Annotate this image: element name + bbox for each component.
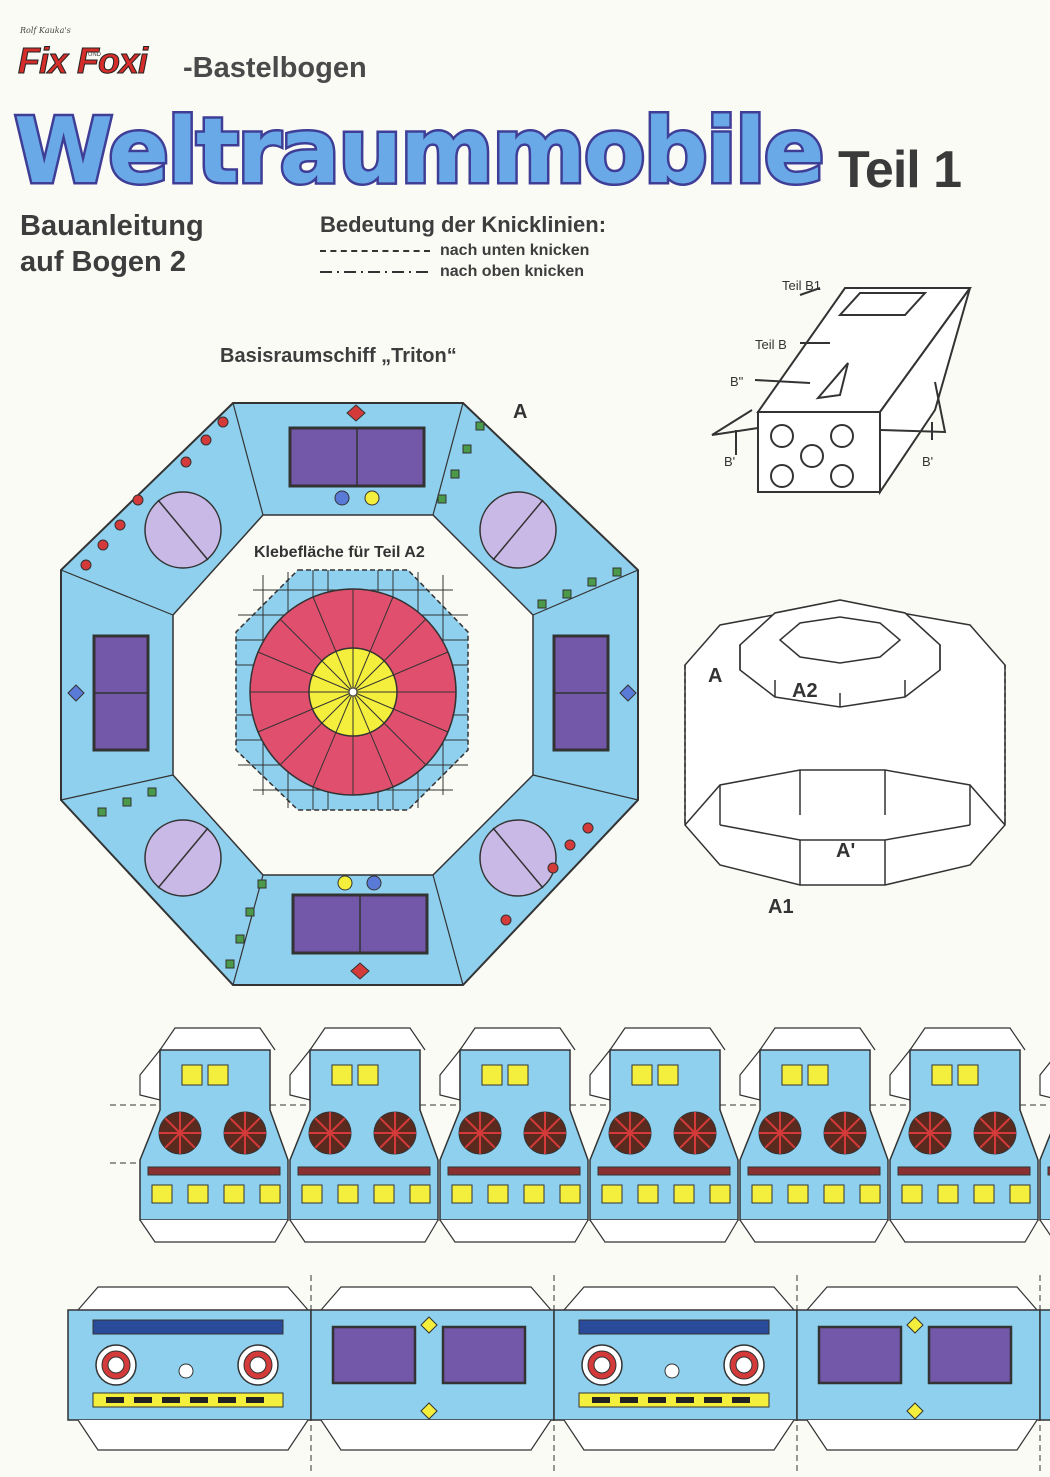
module-strip-1: [110, 1027, 1050, 1243]
module-unit-wide: [1039, 1309, 1050, 1422]
module-unit: [139, 1027, 289, 1243]
legend-title: Bedeutung der Knicklinien:: [320, 212, 607, 237]
label-a-prime: A': [836, 840, 855, 862]
module-unit: [1039, 1061, 1050, 1236]
legend-label-dashdot: nach oben knicken: [440, 263, 585, 280]
diagram-part-b: Teil B1 Teil B B" B' B': [711, 278, 972, 496]
label-a: A: [708, 665, 722, 687]
module-unit: [289, 1027, 439, 1243]
module-unit: [439, 1027, 589, 1243]
module-unit-wide: [310, 1286, 555, 1451]
brand-credit: Rolf Kauka's: [20, 26, 71, 35]
legend-item-dashdot: nach oben knicken: [320, 263, 584, 281]
octagon-inner-label: Klebefläche für Teil A2: [254, 544, 425, 561]
brand-und: UND: [88, 52, 101, 58]
label-b-right: B': [922, 454, 933, 469]
brand-fix: Fix: [17, 40, 68, 82]
octagon-corner-label: A: [513, 401, 527, 423]
label-teil-b: Teil B: [755, 337, 787, 352]
module-unit-wide: [553, 1286, 798, 1451]
diagram-part-a: A A2 A' A1: [684, 599, 1006, 918]
label-b-double: B": [730, 374, 744, 389]
module-unit: [589, 1027, 739, 1243]
brand-suffix: -Bastelbogen: [183, 52, 367, 84]
instructions-line-1: Bauanleitung: [20, 210, 204, 242]
main-title: Weltraummobile: [12, 99, 828, 204]
module-unit-wide: [67, 1286, 312, 1451]
brand-foxi: Foxi: [77, 40, 149, 82]
label-b-left: B': [724, 454, 735, 469]
instructions: Bauanleitung auf Bogen 2: [20, 208, 280, 280]
legend-item-dashed: nach unten knicken: [320, 242, 589, 260]
part-label: Teil 1: [838, 141, 962, 199]
instructions-line-2: auf Bogen 2: [20, 246, 186, 278]
module-unit: [889, 1027, 1039, 1243]
triton-title: Basisraumschiff „Triton“: [220, 345, 457, 367]
label-a1: A1: [768, 896, 794, 918]
module-unit-wide: [796, 1286, 1041, 1451]
dashdot-line-sample: [320, 270, 430, 273]
label-teil-b1: Teil B1: [782, 278, 821, 293]
module-strip-2: [67, 1275, 1050, 1475]
label-a2: A2: [792, 680, 818, 702]
dashed-line-sample: [320, 249, 430, 252]
legend-label-dashed: nach unten knicken: [440, 242, 590, 259]
module-unit: [739, 1027, 889, 1243]
octagon-cutout: A Klebefläche für Teil A2: [60, 401, 639, 986]
